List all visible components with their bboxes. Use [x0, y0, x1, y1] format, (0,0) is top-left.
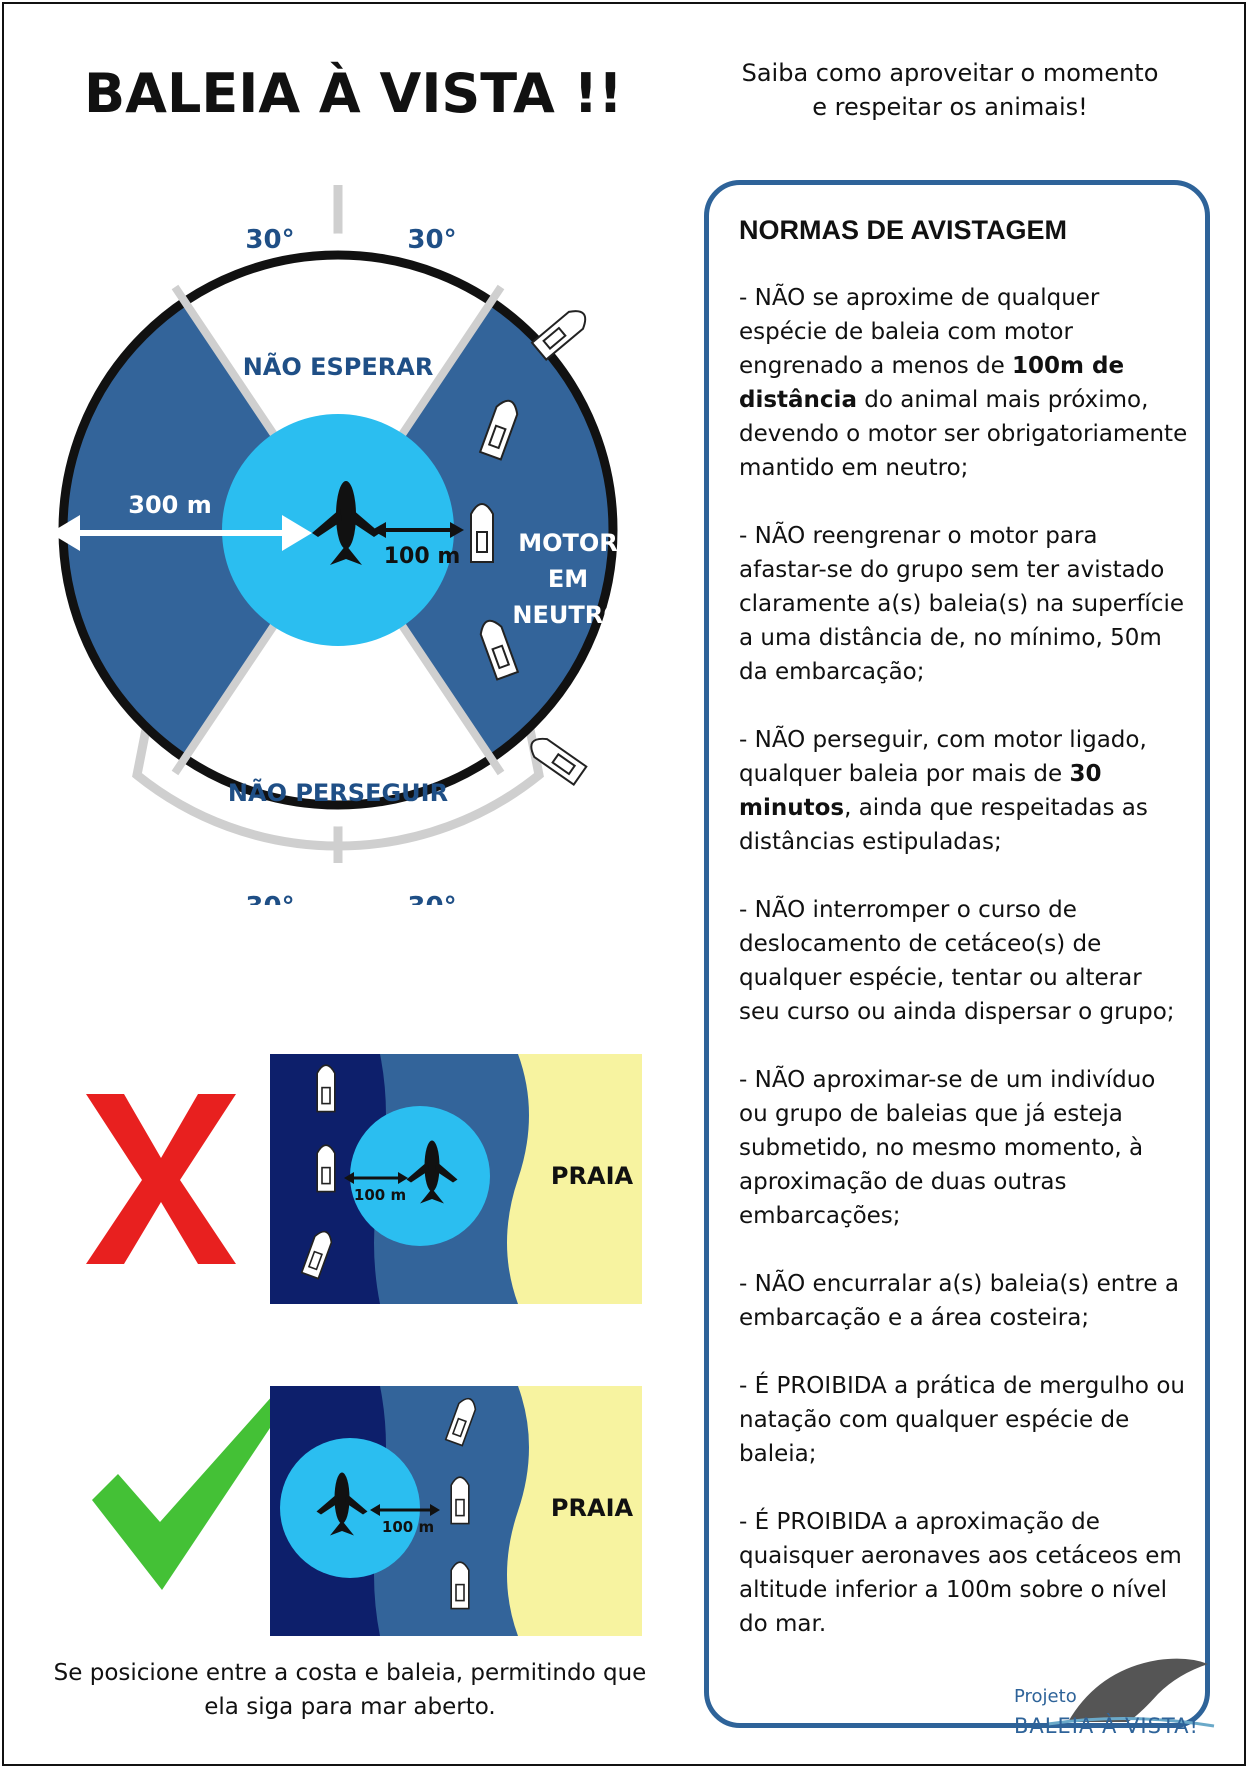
distance-100m-arrow	[372, 522, 464, 538]
subtitle-line-2: e respeitar os animais!	[812, 93, 1088, 121]
distance-300m-arrow	[50, 515, 312, 551]
boat-icon	[450, 1561, 470, 1610]
no-chase-wedge	[175, 530, 501, 827]
boat-icon	[450, 1476, 470, 1525]
zone-motor-label-2: EM	[548, 565, 588, 593]
rules-list: - NÃO se aproxime de qualquer espécie de…	[739, 281, 1189, 1675]
zone-no-wait-label: NÃO ESPERAR	[243, 352, 434, 381]
caption-line-2: ela siga para mar aberto.	[204, 1694, 496, 1720]
logo-line-2: BALEIA À VISTA!	[1014, 1714, 1199, 1738]
page-subtitle: Saiba como aproveitar o momento e respei…	[710, 56, 1190, 124]
rule-item: - NÃO interromper o curso de deslocament…	[739, 897, 1175, 1025]
project-logo: Projeto BALEIA À VISTA!	[1008, 1650, 1218, 1750]
rule-item: - É PROIBIDA a aproximação de quaisquer …	[739, 1509, 1182, 1637]
zone-no-chase-label: NÃO PERSEGUIR	[228, 778, 448, 807]
angle-top-right-label: 30°	[407, 225, 456, 255]
rule-item: - NÃO encurralar a(s) baleia(s) entre a …	[739, 1271, 1179, 1331]
whale-tail-logo-icon	[1047, 1658, 1215, 1728]
rule-item: - NÃO perseguir, com motor ligado, qualq…	[739, 727, 1148, 855]
boat-icon	[531, 304, 592, 361]
boat-icon	[316, 1064, 336, 1113]
distance-300m-label: 300 m	[128, 491, 211, 519]
wrong-beach-label: PRAIA	[551, 1162, 634, 1190]
logo-line-1: Projeto	[1014, 1686, 1077, 1707]
rule-item: - É PROIBIDA a prática de mergulho ou na…	[739, 1373, 1185, 1467]
approach-zones-diagram: 300 m 100 m NÃO ESPERAR NÃO PERSEGUIR MO…	[50, 185, 624, 905]
positioning-caption: Se posicione entre a costa e baleia, per…	[40, 1656, 660, 1724]
correct-distance-label: 100 m	[382, 1518, 434, 1536]
no-wait-wedge	[175, 233, 501, 531]
angle-bottom-right-label: 30°	[407, 892, 456, 905]
correct-mark-icon	[92, 1394, 286, 1590]
angle-top-left-label: 30°	[245, 225, 294, 255]
rule-item: - NÃO reengrenar o motor para afastar-se…	[739, 523, 1185, 685]
rule-item: - NÃO se aproxime de qualquer espécie de…	[739, 285, 1188, 481]
subtitle-line-1: Saiba como aproveitar o momento	[741, 59, 1159, 87]
page-title: BALEIA À VISTA !!	[84, 62, 623, 125]
wrong-position-panel: 100 m PRAIA	[270, 1054, 642, 1304]
zone-motor-label-1: MOTOR	[518, 529, 618, 557]
angle-bottom-left-label: 30°	[245, 892, 294, 905]
wrong-distance-label: 100 m	[354, 1186, 406, 1204]
rules-panel: NORMAS DE AVISTAGEM - NÃO se aproxime de…	[704, 180, 1210, 1728]
boat-icon	[316, 1144, 336, 1193]
boat-icon	[470, 503, 494, 563]
wrong-mark-icon	[86, 1094, 236, 1264]
correct-position-panel: 100 m PRAIA	[270, 1386, 642, 1636]
zone-motor-label-3: NEUTRO	[512, 601, 623, 629]
correct-beach-label: PRAIA	[551, 1494, 634, 1522]
caption-line-1: Se posicione entre a costa e baleia, per…	[53, 1660, 647, 1686]
rule-item: - NÃO aproximar-se de um indivíduo ou gr…	[739, 1067, 1156, 1229]
rules-title: NORMAS DE AVISTAGEM	[739, 215, 1068, 245]
distance-100m-label: 100 m	[384, 544, 461, 569]
